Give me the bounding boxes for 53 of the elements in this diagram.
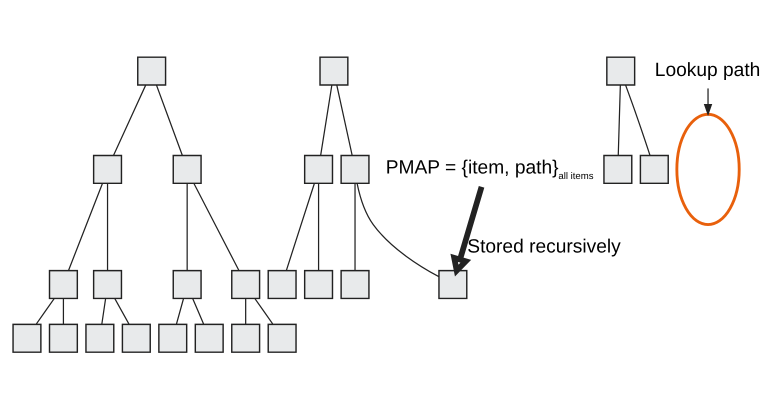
node-loop xyxy=(675,112,741,226)
edge-label: Stored recursively xyxy=(467,236,621,258)
connector xyxy=(625,85,651,156)
node-box xyxy=(304,154,334,184)
connector xyxy=(354,183,356,270)
node-box xyxy=(268,324,297,353)
connector xyxy=(186,183,188,270)
node-box xyxy=(92,154,122,184)
node-box xyxy=(172,270,202,300)
node-box xyxy=(319,56,349,86)
node-box xyxy=(92,270,122,300)
connector xyxy=(106,183,108,270)
node-box xyxy=(340,154,370,184)
node-box xyxy=(304,270,334,300)
connector xyxy=(356,183,440,278)
node-box xyxy=(640,154,669,184)
connector xyxy=(112,84,146,156)
connector xyxy=(320,84,332,156)
arrow xyxy=(450,186,484,277)
connector xyxy=(156,84,183,156)
connector xyxy=(192,298,204,324)
connector xyxy=(254,298,274,324)
connector xyxy=(318,183,320,270)
node-box xyxy=(438,270,468,300)
connector xyxy=(193,183,240,271)
connector xyxy=(336,84,353,156)
connector xyxy=(618,85,621,156)
connector xyxy=(101,298,106,324)
node-box xyxy=(12,324,42,353)
connector xyxy=(286,183,315,271)
connector xyxy=(36,298,55,324)
connector xyxy=(62,298,64,324)
node-box xyxy=(48,270,78,300)
node-box xyxy=(340,270,370,300)
node-text: PMAP = {item, path}$_{all items}$ xyxy=(386,157,594,182)
connector xyxy=(245,298,246,324)
node-box xyxy=(137,56,166,86)
connector xyxy=(176,298,184,324)
connector xyxy=(68,183,104,271)
node-box xyxy=(85,324,114,353)
node-box xyxy=(158,324,188,353)
node-box xyxy=(194,324,224,353)
node-box xyxy=(268,270,297,300)
node-box xyxy=(603,154,632,184)
node-box xyxy=(122,324,151,353)
node-text: Lookup path xyxy=(654,60,760,81)
node-box xyxy=(231,270,260,300)
node-box xyxy=(48,324,78,353)
arrow xyxy=(704,88,712,116)
node-box xyxy=(172,154,202,184)
node-box xyxy=(606,56,636,86)
node-box xyxy=(231,324,260,353)
connector xyxy=(114,298,130,324)
